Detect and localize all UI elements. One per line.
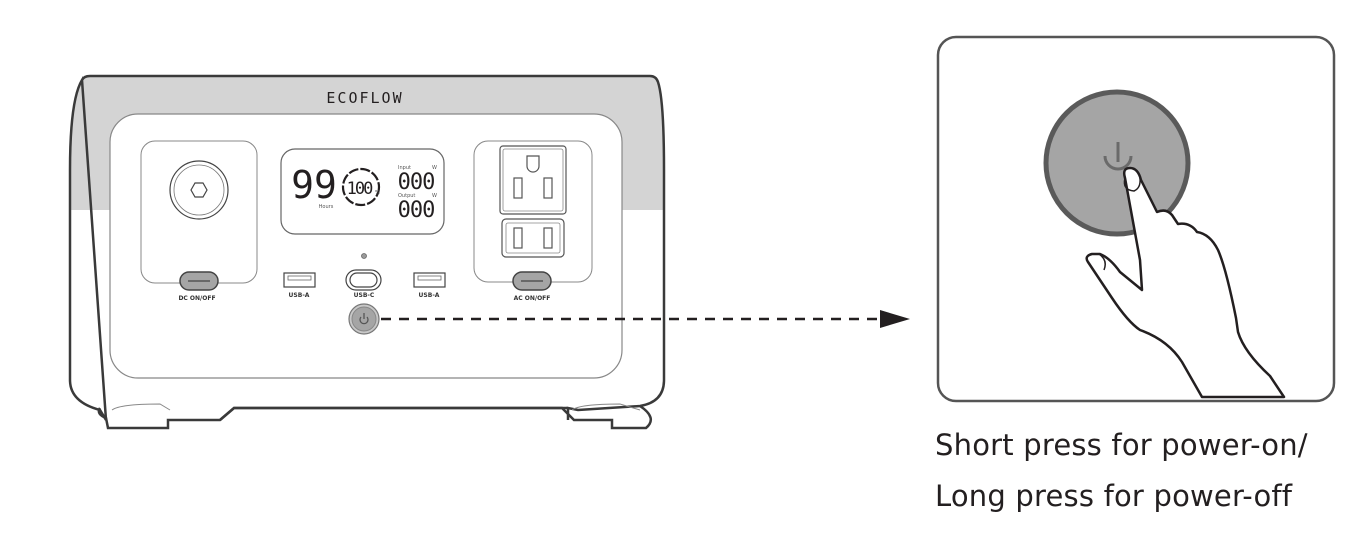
- output-watts-value: 000: [398, 198, 435, 223]
- ac-outlet-grounded: [499, 145, 567, 215]
- output-unit: W: [432, 193, 437, 199]
- ac-outlet-two-prong: [501, 218, 565, 258]
- zoomed-power-button: [1043, 89, 1191, 237]
- pressing-hand-icon: [1085, 166, 1286, 399]
- device-power-button[interactable]: [348, 303, 380, 335]
- hex-icon: [190, 182, 208, 198]
- percent-sign: %: [375, 190, 380, 196]
- dc-car-port: [169, 160, 229, 220]
- input-unit: W: [432, 165, 437, 171]
- zoomed-power-icon: [1103, 155, 1133, 171]
- indicator-led: [361, 253, 367, 259]
- battery-ring: [341, 167, 381, 207]
- output-label: Output: [398, 193, 415, 199]
- input-label: Input: [398, 165, 411, 171]
- hours-label: Hours: [319, 204, 334, 210]
- ac-on-off-label: AC ON/OFF: [514, 295, 551, 302]
- power-icon: [359, 316, 369, 325]
- battery-percent-value: 100: [347, 179, 373, 199]
- usb-a-left-label: USB-A: [289, 292, 310, 299]
- caption-line-1: Short press for power-on/: [935, 428, 1308, 462]
- caption-line-2: Long press for power-off: [935, 479, 1293, 513]
- dc-on-off-label: DC ON/OFF: [178, 295, 215, 302]
- brand-logo: ECOFLOW: [326, 89, 403, 107]
- device-feet: [97, 404, 653, 430]
- input-watts-value: 000: [398, 170, 435, 195]
- arrow-head-icon: [880, 310, 910, 328]
- lcd-display: [280, 148, 445, 235]
- power-station: ECOFLOW DC ON/OFF 99 Hours 100 % Input W…: [68, 74, 666, 430]
- hours-remaining-value: 99: [291, 163, 337, 207]
- usb-c-label: USB-C: [354, 292, 375, 299]
- callout-panel: [936, 35, 1336, 403]
- usb-a-right-label: USB-A: [419, 292, 440, 299]
